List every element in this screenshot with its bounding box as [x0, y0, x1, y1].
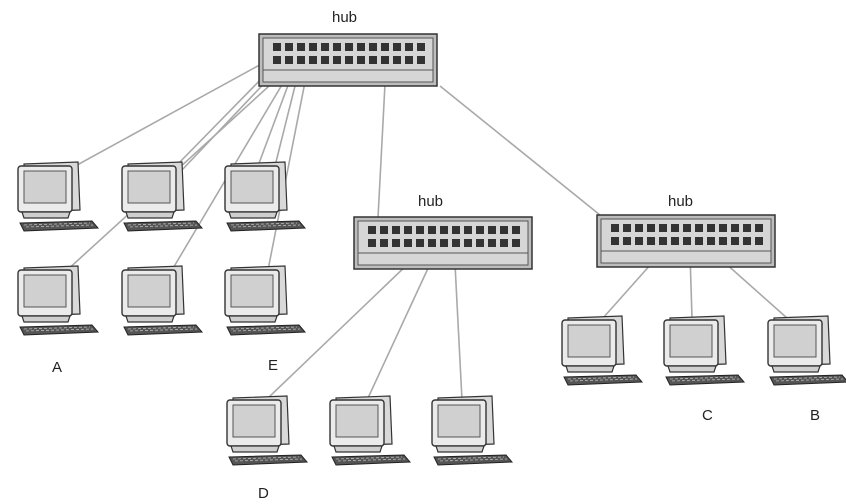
cable-top-to-mid-hub [377, 83, 386, 219]
cable-top-to-pc7 [274, 81, 297, 167]
computer-2 [121, 161, 203, 232]
computer-1 [17, 161, 99, 232]
hub-right: hub [596, 193, 776, 268]
computer-10 [561, 315, 643, 386]
computer-C [663, 315, 745, 386]
cable-top-to-pc2 [174, 69, 271, 168]
computer-8 [329, 395, 411, 466]
hub-right-label: hub [668, 193, 693, 210]
cable-top-to-pc8 [267, 81, 306, 271]
computer-E [224, 265, 306, 336]
cable-mid-to-pc-center [367, 263, 431, 399]
cable-top-to-pc1 [67, 61, 266, 171]
hub-mid-label: hub [418, 193, 443, 210]
label-B: B [810, 407, 820, 424]
cable-mid-to-pc-right [454, 263, 463, 401]
label-A: A [52, 359, 62, 376]
cable-mid-to-pcD [267, 261, 411, 399]
hub-top-label: hub [332, 9, 357, 26]
cable-top-to-right-hub [439, 85, 601, 216]
computer-D [226, 395, 308, 466]
label-D: D [258, 485, 269, 502]
computer-3 [224, 161, 306, 232]
computer-B [767, 315, 846, 386]
label-E: E [268, 357, 278, 374]
computer-5 [121, 265, 203, 336]
cable-top-to-pc6 [257, 79, 291, 167]
cable-top-to-pc3 [181, 71, 276, 171]
computer-9 [431, 395, 513, 466]
label-C: C [702, 407, 713, 424]
computer-A [17, 265, 99, 336]
hub-mid: hub [353, 193, 533, 270]
hub-top: hub [258, 9, 438, 87]
